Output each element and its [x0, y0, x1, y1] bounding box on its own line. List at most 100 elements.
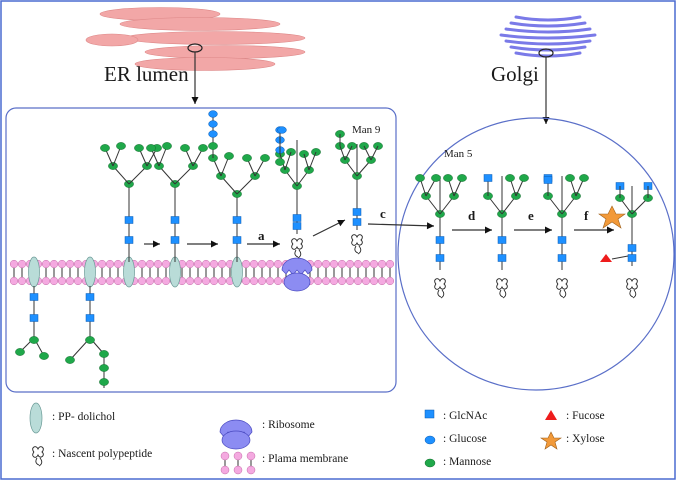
golgi-cisterna: [499, 33, 597, 40]
mannose-icon: [198, 144, 208, 152]
membrane-head: [41, 276, 51, 286]
membrane-head: [377, 276, 387, 286]
membrane-head: [209, 259, 219, 269]
step-a-label: a: [258, 228, 265, 243]
mannose-icon: [519, 174, 529, 182]
membrane-head: [57, 276, 67, 286]
step-e-label: e: [528, 208, 534, 223]
nascent-polypeptide-icon: [496, 278, 508, 299]
mannose-icon: [457, 174, 467, 182]
membrane-head: [193, 259, 203, 269]
mannose-icon: [99, 378, 109, 386]
mannose-icon: [162, 142, 172, 150]
er-cisterna: [144, 45, 306, 59]
mannose-icon: [443, 174, 453, 182]
legend-ribosome-label: : Ribosome: [262, 419, 315, 431]
glcnac-icon: [483, 174, 493, 182]
golgi-cisterna: [514, 15, 582, 22]
legend-ribosome-icon: [221, 430, 251, 450]
membrane-head: [185, 276, 195, 286]
membrane-head: [385, 276, 395, 286]
bond-line: [611, 255, 629, 260]
glcnac-icon: [435, 236, 445, 244]
glucose-icon: [277, 126, 287, 134]
membrane-head: [265, 259, 275, 269]
membrane-head: [249, 276, 259, 286]
legend-fucose-icon: [545, 410, 557, 420]
membrane-head: [321, 259, 331, 269]
legend-mannose-icon: [424, 458, 436, 468]
mannose-icon: [505, 174, 515, 182]
xylose-icon: [598, 205, 626, 229]
glcnac-icon: [170, 216, 180, 224]
nascent-polypeptide-icon: [32, 446, 44, 467]
membrane-head: [49, 259, 59, 269]
legend-glucose-icon: [424, 435, 436, 445]
membrane-head: [105, 276, 115, 286]
glcnac-icon: [29, 293, 39, 301]
glcnac-icon: [627, 244, 637, 252]
membrane-head: [153, 259, 163, 269]
membrane-head: [353, 276, 363, 286]
golgi-cisterna: [504, 27, 592, 34]
membrane-head: [57, 259, 67, 269]
membrane-head: [201, 259, 211, 269]
mannose-icon: [579, 174, 589, 182]
mannose-icon: [565, 174, 575, 182]
membrane-head: [385, 259, 395, 269]
glcnac-icon: [232, 236, 242, 244]
ribosome-icon: [281, 257, 313, 276]
legend-membrane-icon: [246, 451, 256, 461]
bond-line: [308, 151, 317, 171]
glcnac-icon: [543, 176, 553, 184]
membrane-head: [113, 259, 123, 269]
membrane-head: [113, 276, 123, 286]
mannose-icon: [85, 336, 95, 344]
membrane-head: [353, 259, 363, 269]
glcnac-icon: [85, 314, 95, 322]
membrane-head: [313, 276, 323, 286]
glcnac-icon: [124, 216, 134, 224]
legend-membrane-icon: [233, 465, 243, 475]
glcnac-icon: [29, 314, 39, 322]
membrane-head: [161, 276, 171, 286]
mannose-icon: [431, 174, 441, 182]
glcnac-icon: [85, 293, 95, 301]
er-cisterna: [85, 33, 139, 47]
membrane-head: [41, 259, 51, 269]
membrane-head: [321, 276, 331, 286]
bond-line: [284, 151, 292, 171]
membrane-head: [361, 259, 371, 269]
membrane-head: [137, 276, 147, 286]
membrane-head: [345, 259, 355, 269]
glcnac-icon: [497, 254, 507, 262]
membrane-head: [329, 276, 339, 286]
membrane-head: [161, 259, 171, 269]
mannose-icon: [65, 356, 75, 364]
legend-membrane-icon: [246, 465, 256, 475]
arrow-c-head: [426, 222, 434, 230]
membrane-head: [17, 276, 27, 286]
membrane-head: [369, 259, 379, 269]
membrane-head: [313, 259, 323, 269]
membrane-head: [153, 276, 163, 286]
legend-pp-dolichol-label: : PP- dolichol: [52, 411, 116, 423]
golgi-cisterna: [504, 39, 592, 46]
membrane-head: [249, 259, 259, 269]
mannose-icon: [15, 348, 25, 356]
glcnac-icon: [435, 254, 445, 262]
nascent-polypeptide-icon: [626, 278, 638, 299]
mannose-icon: [180, 144, 190, 152]
membrane-head: [257, 259, 267, 269]
membrane-head: [145, 259, 155, 269]
membrane-head: [345, 276, 355, 286]
mannose-icon: [208, 142, 218, 150]
arrow-f-head: [607, 226, 614, 234]
fucose-icon: [600, 254, 612, 262]
legend-membrane-label: : Plama membrane: [262, 453, 349, 465]
mannose-icon: [116, 142, 126, 150]
bond-line: [370, 145, 379, 161]
legend-xylose-icon: [540, 431, 562, 450]
step-c-label: c: [380, 206, 386, 221]
